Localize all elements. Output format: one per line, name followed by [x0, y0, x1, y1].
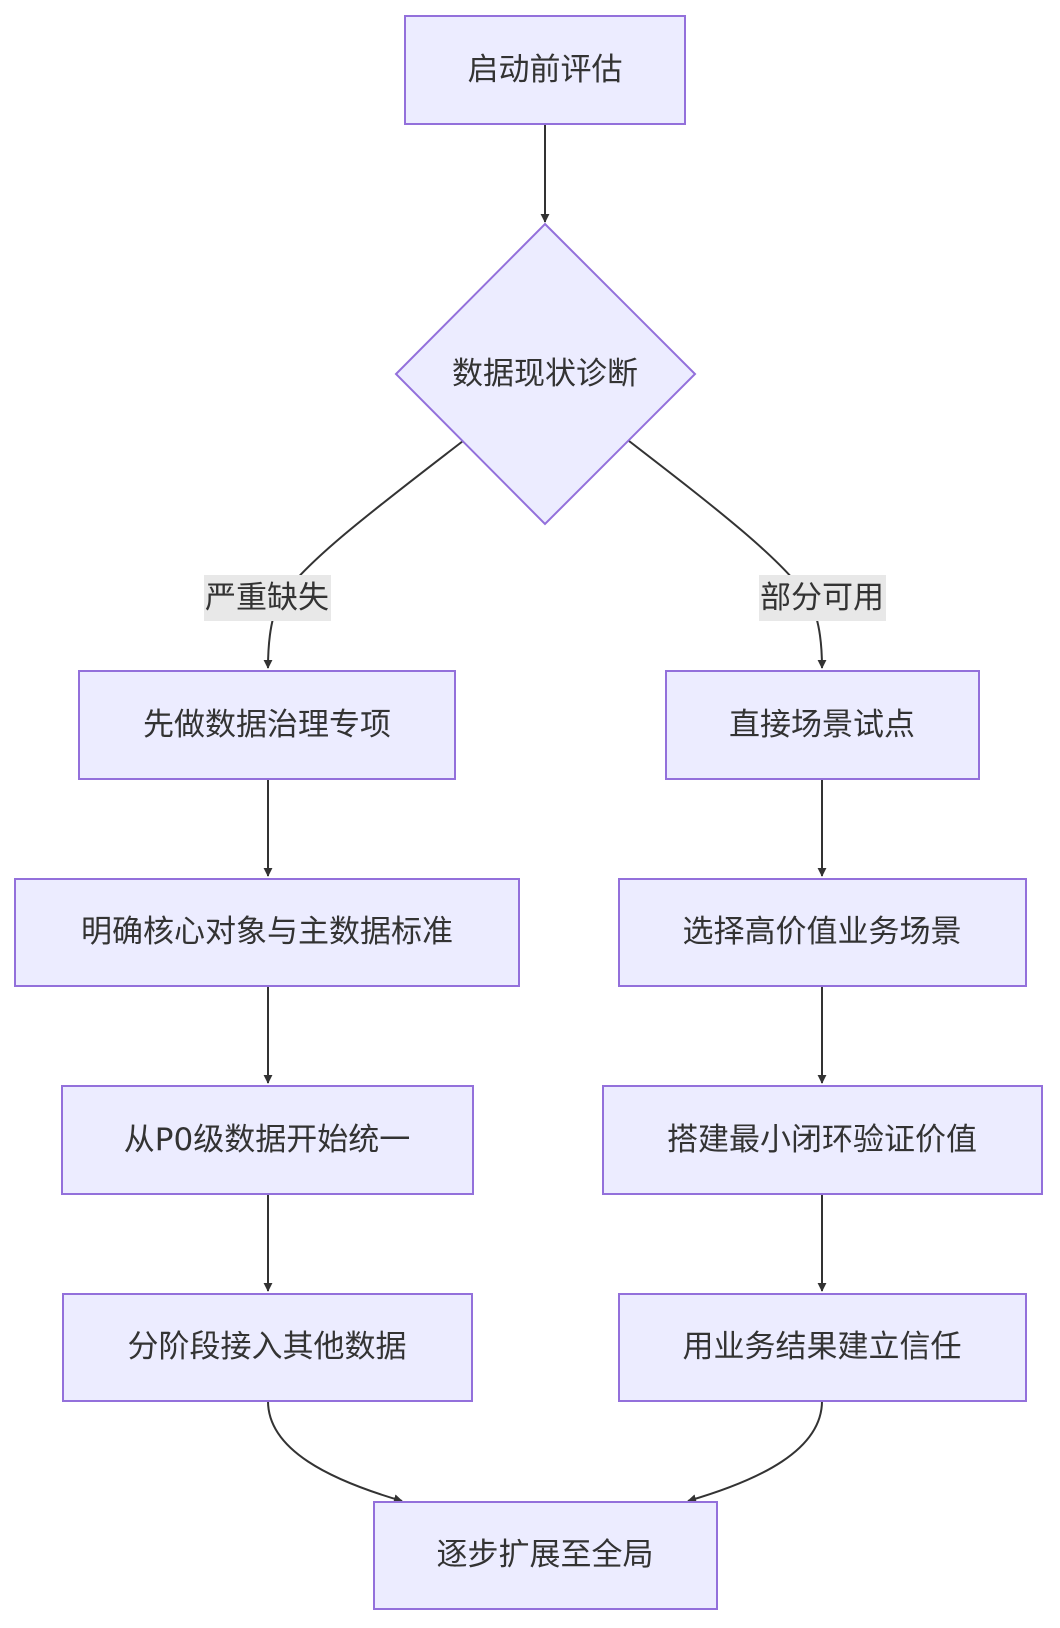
node-select-label: 选择高价值业务场景 [683, 914, 962, 950]
edge-trust-to-expand [687, 1400, 823, 1504]
node-phased: 分阶段接入其他数据 [62, 1293, 473, 1402]
edge-label-severe: 严重缺失 [204, 575, 331, 621]
edge-label-partial: 部分可用 [759, 575, 886, 621]
node-loop-label: 搭建最小闭环验证价值 [667, 1122, 977, 1158]
node-trust: 用业务结果建立信任 [618, 1293, 1027, 1402]
node-standard: 明确核心对象与主数据标准 [14, 878, 520, 987]
node-loop: 搭建最小闭环验证价值 [602, 1085, 1043, 1195]
node-p0-label: 从P0级数据开始统一 [124, 1122, 410, 1158]
node-select: 选择高价值业务场景 [618, 878, 1027, 987]
edge-label-severe-text: 严重缺失 [205, 580, 329, 616]
node-phased-label: 分阶段接入其他数据 [128, 1329, 407, 1365]
node-p0: 从P0级数据开始统一 [61, 1085, 474, 1195]
node-expand: 逐步扩展至全局 [373, 1501, 718, 1610]
node-pilot: 直接场景试点 [665, 670, 980, 780]
node-diagnosis: 数据现状诊断 [394, 222, 697, 526]
edge-diagnosis-to-governance [263, 440, 464, 669]
node-pilot-label: 直接场景试点 [729, 707, 915, 743]
edge-phased-to-expand [267, 1400, 403, 1504]
node-trust-label: 用业务结果建立信任 [683, 1329, 962, 1365]
node-governance-label: 先做数据治理专项 [143, 707, 391, 743]
node-expand-label: 逐步扩展至全局 [437, 1537, 654, 1573]
node-governance: 先做数据治理专项 [78, 670, 456, 780]
node-start-label: 启动前评估 [468, 52, 623, 88]
edge-diagnosis-to-pilot [628, 440, 827, 669]
node-standard-label: 明确核心对象与主数据标准 [81, 914, 453, 950]
edge-label-partial-text: 部分可用 [760, 580, 884, 616]
node-start: 启动前评估 [404, 15, 686, 125]
node-diagnosis-label: 数据现状诊断 [452, 356, 638, 392]
